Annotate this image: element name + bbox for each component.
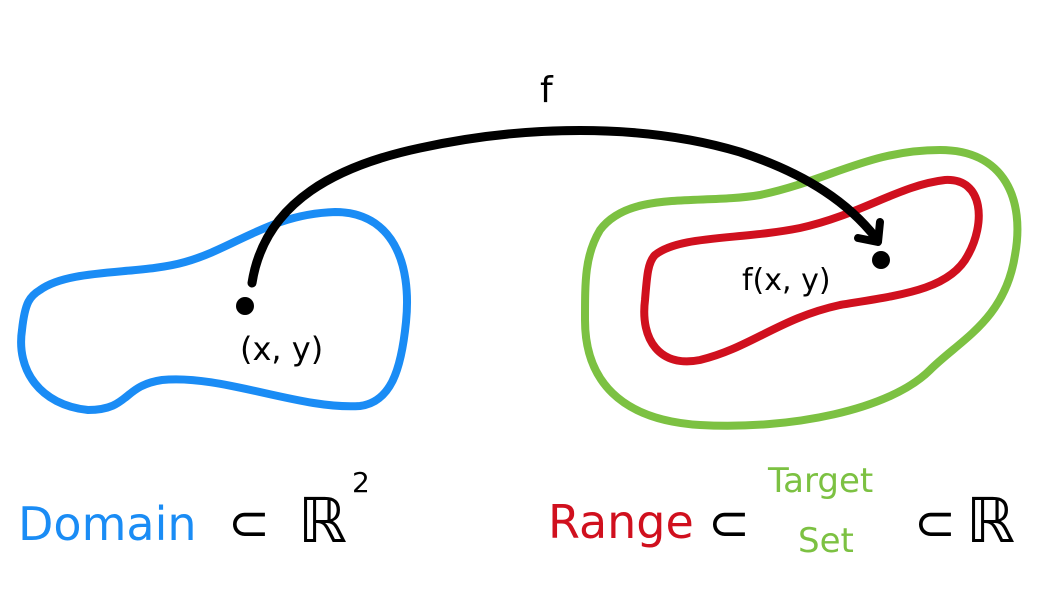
subset-symbol: ⊂ [914,494,956,552]
domain-region [17,207,411,415]
subset-symbol: ⊂ [228,494,270,552]
point-label: (x, y) [240,330,323,368]
target-set-region [580,145,1022,430]
function-label: f [540,70,554,111]
image-point-label: f(x, y) [742,263,831,298]
subset-symbol: ⊂ [708,494,750,552]
reals-symbol: ℝ [966,484,1015,557]
set-label: Set [798,521,854,561]
reals-symbol: ℝ [298,484,347,557]
point-fxy [872,251,890,269]
target-label: Target [767,461,873,501]
mapping-arrow [247,126,881,288]
exponent: 2 [352,466,370,499]
domain-label: Domain [18,497,197,551]
arrowhead [854,218,884,246]
range-region [640,175,983,366]
point-xy [236,297,254,315]
range-label: Range [548,495,694,549]
